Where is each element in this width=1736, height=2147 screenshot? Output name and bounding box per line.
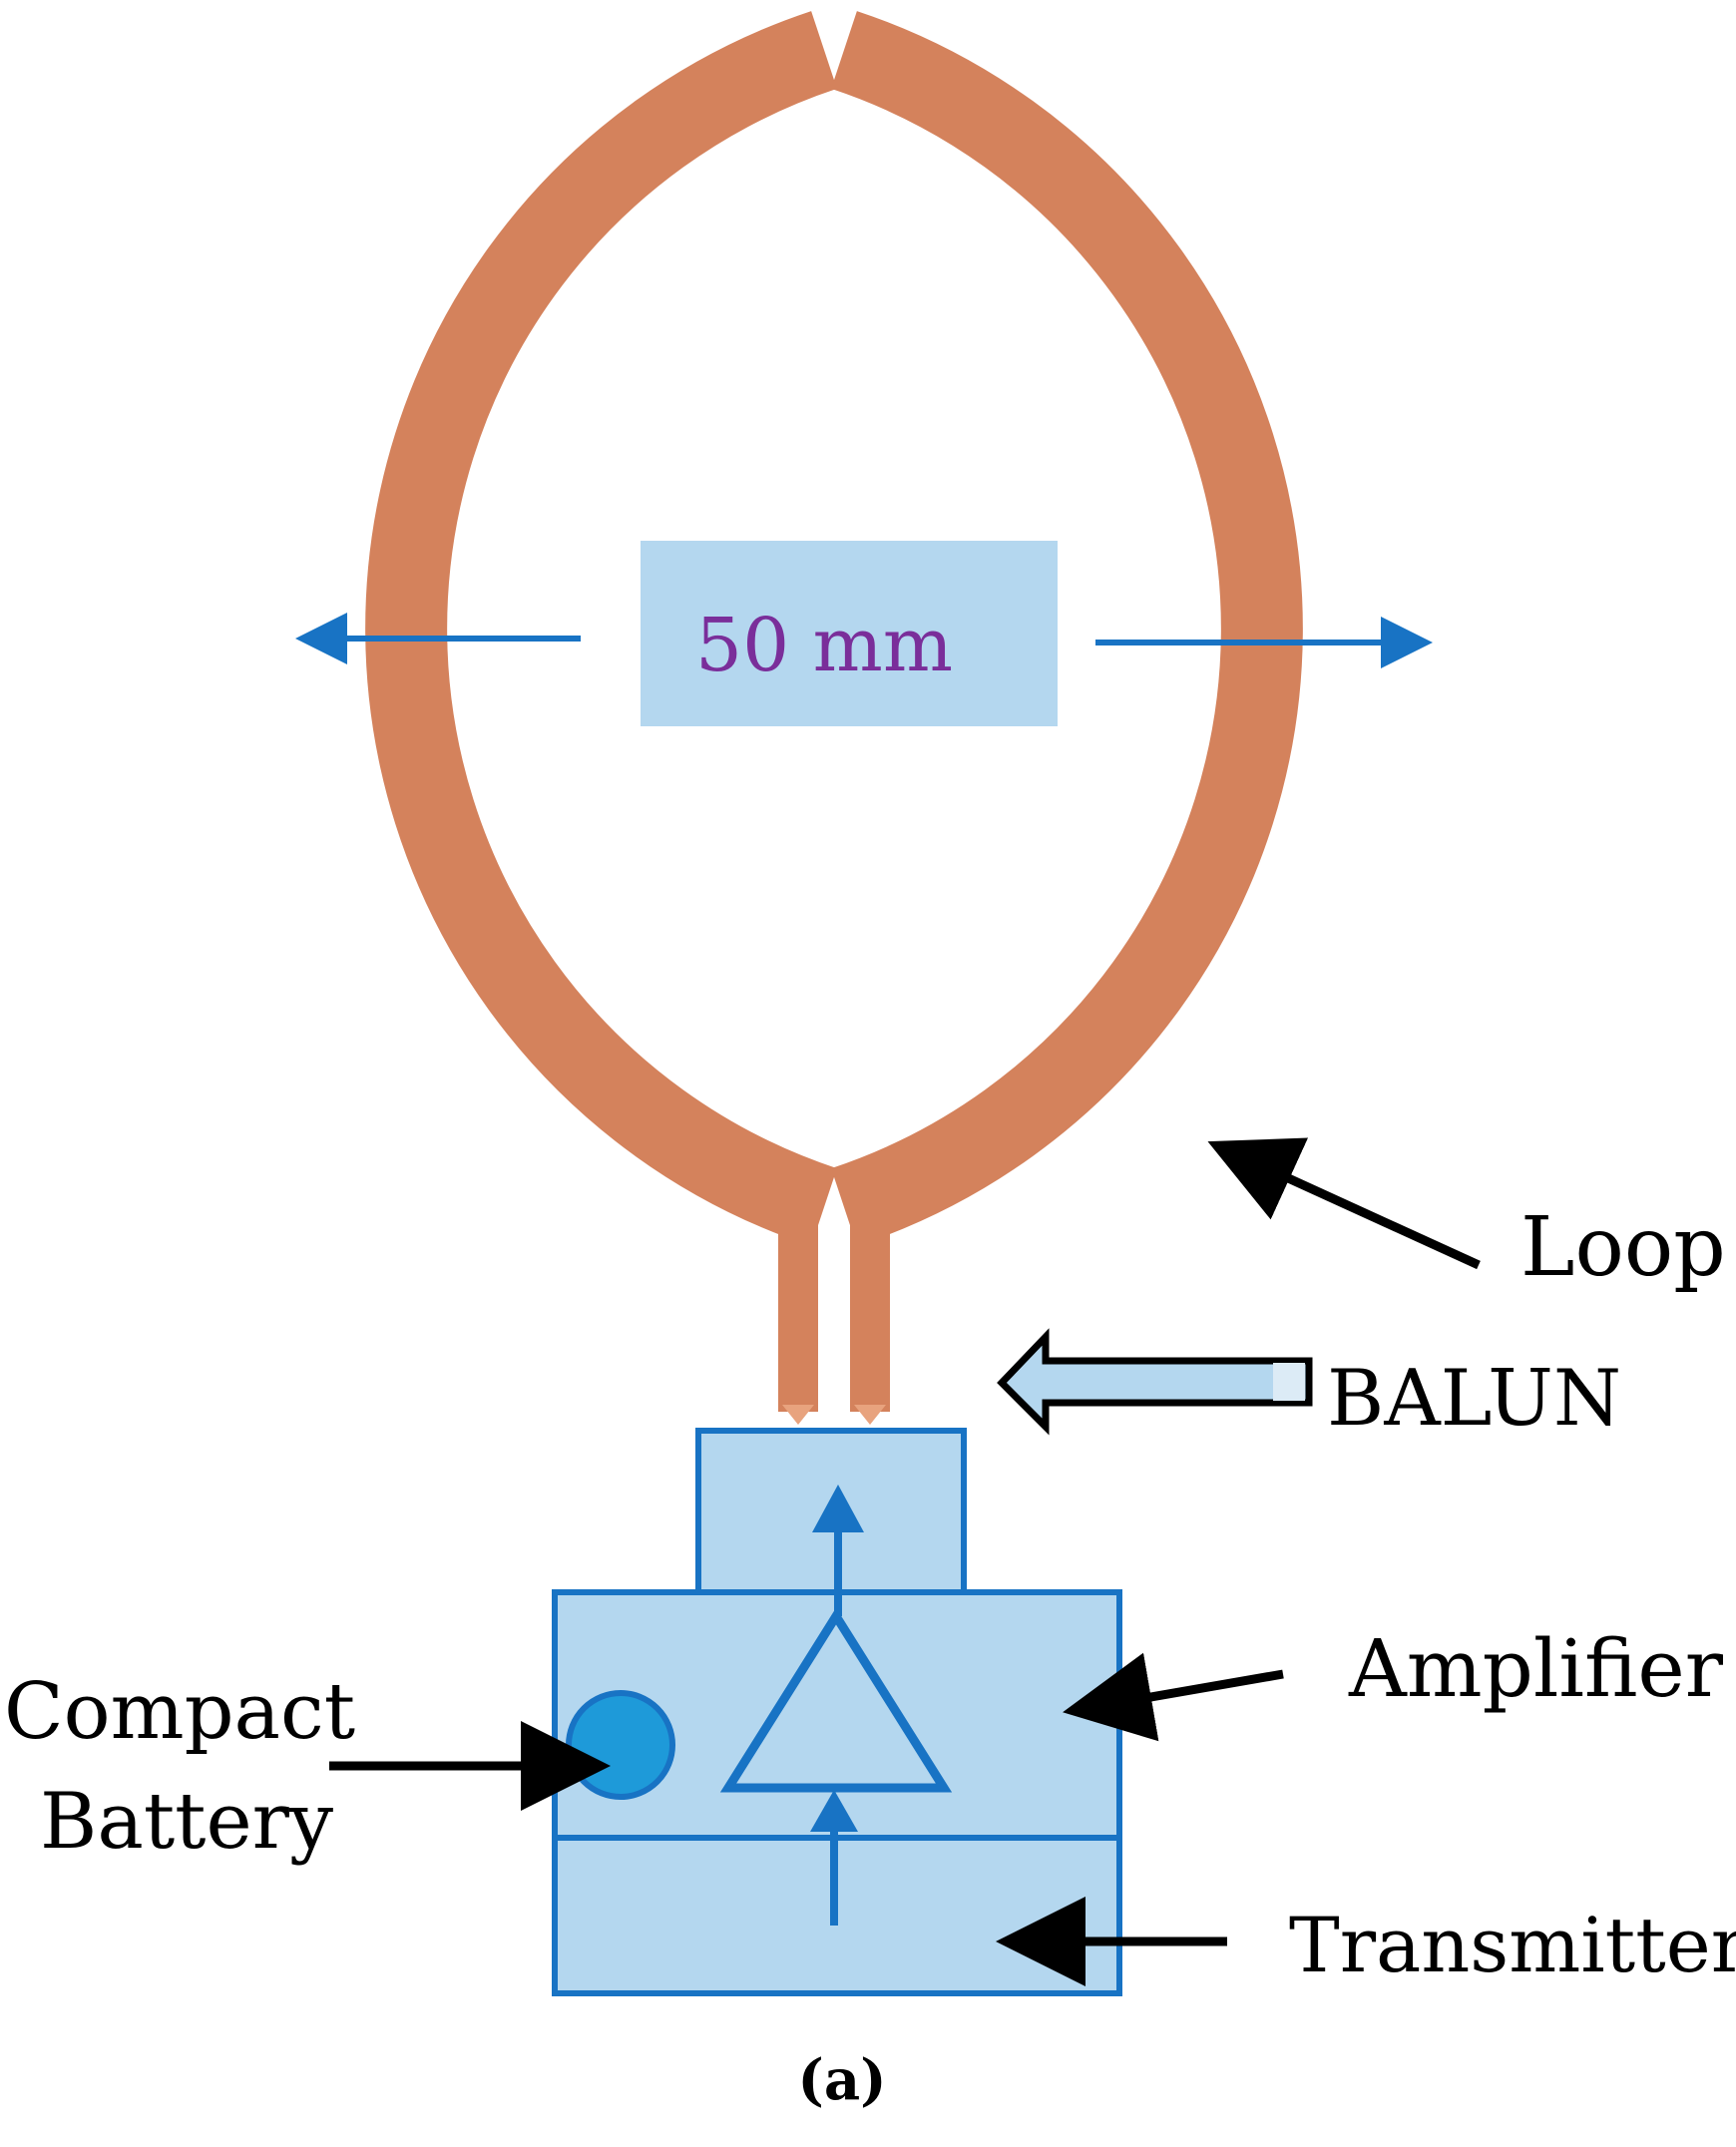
dimension-label: 50 mm xyxy=(695,603,953,688)
loop-pointer-arrow xyxy=(1207,1137,1481,1270)
label-loop: Loop xyxy=(1520,1200,1726,1295)
amplifier-pointer-arrow xyxy=(1063,1652,1284,1742)
battery-icon xyxy=(566,1690,675,1800)
amplifier-triangle-icon xyxy=(719,1607,953,1793)
loop-ring-left-half xyxy=(365,11,837,1246)
balun-pointer-arrow xyxy=(997,1328,1313,1436)
loop-feed-right xyxy=(850,1192,890,1412)
dimension-label-box xyxy=(641,541,1058,726)
label-battery-line2: Battery xyxy=(40,1777,333,1867)
loop-ring-right-half xyxy=(831,11,1303,1246)
pointer-arrows xyxy=(329,1137,1481,1986)
signal-arrow-up-upper-head xyxy=(812,1485,864,1532)
feed-tip-left xyxy=(782,1405,814,1425)
dimension-arrow-left-head xyxy=(295,613,347,664)
dimension-arrow-right-head xyxy=(1381,617,1433,668)
balun-pointer-tail-cap xyxy=(1273,1363,1305,1401)
dimension-indicator: 50 mm xyxy=(295,541,1433,726)
signal-flow xyxy=(810,1485,864,1926)
figure-caption: (a) xyxy=(797,2047,886,2113)
balun-pointer xyxy=(997,1328,1313,1436)
label-amplifier: Amplifier xyxy=(1348,1622,1724,1715)
loop-feed-left xyxy=(778,1192,818,1412)
signal-arrow-up-lower-head xyxy=(810,1790,858,1832)
loop-antenna xyxy=(365,11,1303,1425)
label-balun: BALUN xyxy=(1327,1354,1621,1444)
label-transmitter: Transmitter xyxy=(1289,1901,1736,1989)
feed-tip-right xyxy=(854,1405,886,1425)
label-battery-line1: Compact xyxy=(4,1667,355,1757)
